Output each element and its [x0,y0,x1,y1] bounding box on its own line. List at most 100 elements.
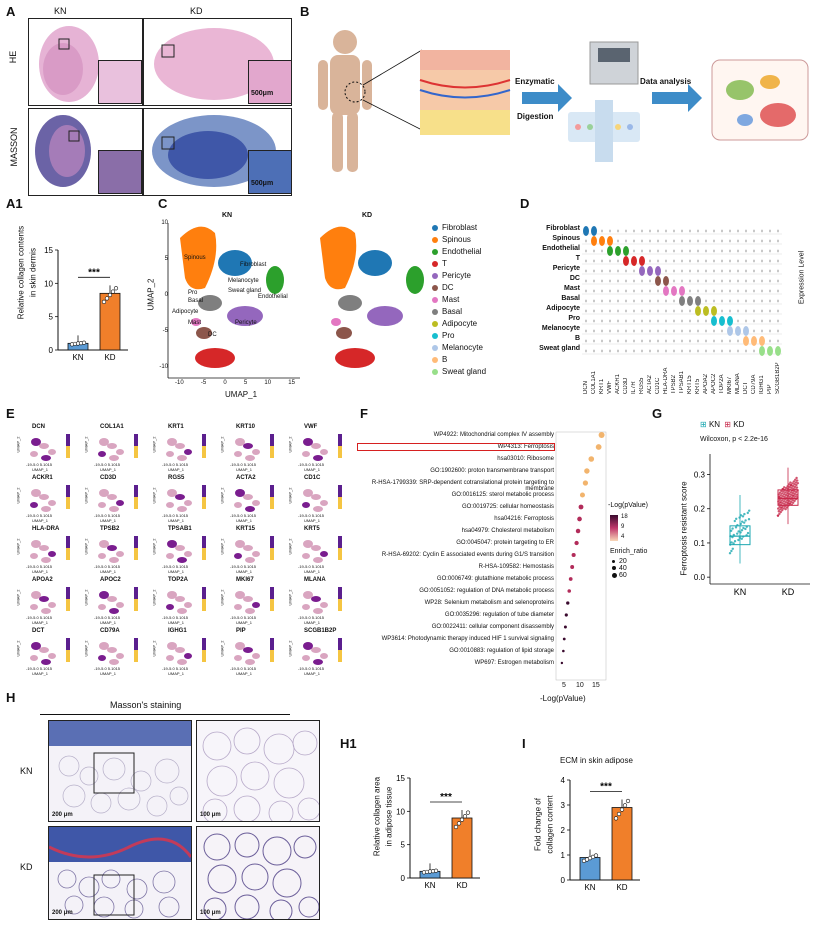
d-violin [705,289,707,293]
data-point [788,492,791,496]
d-violin [617,349,619,353]
feature-plot-canvas [302,638,342,665]
feature-plot-cluster [166,604,174,610]
d-violin [681,259,683,263]
d-violin [633,239,635,243]
feature-plot-cluster [48,500,56,506]
d-violin [751,336,757,346]
feature-plot-xticks: -19-5.0 5.1015 [26,564,53,569]
feature-plot-ylabel: UMAP_2 [151,538,157,555]
d-violin [665,239,667,243]
d-violin [697,279,699,283]
feature-plot-cluster [41,608,51,614]
d-violin [585,239,587,243]
data-point [740,537,743,540]
feature-plot-ylabel: UMAP_2 [83,538,89,555]
d-violin [673,269,675,273]
feature-plot-cluster [313,455,323,461]
d-violin [697,229,699,233]
d-violin [769,249,771,253]
d-violin [777,289,779,293]
d-violin [745,299,747,303]
feature-plot-cluster [303,591,313,599]
d-violin [617,299,619,303]
feature-plot-colorbar-top [338,587,342,599]
d-violin [721,259,723,263]
feature-plot-cluster [98,502,106,508]
data-point [785,486,788,490]
data-point [731,527,734,530]
d-violin [681,329,683,333]
data-point [793,492,796,496]
feature-plot-canvas [98,485,138,512]
d-violin [681,349,683,353]
data-point [792,480,795,483]
d-violin [593,269,595,273]
data-point [730,549,733,553]
feature-plot-cluster [167,642,177,650]
feature-plot-xticks: -19-5.0 5.1015 [162,615,189,620]
umap-kn [180,226,284,368]
data-point [733,540,737,543]
f-dot [562,637,566,641]
feature-plot-xticks: -19-5.0 5.1015 [162,462,189,467]
f-size-value: 20 [619,558,627,565]
data-point [791,484,795,488]
feature-plot-cluster [116,449,124,455]
c-legend-label: B [442,355,448,364]
d-gene-label: KRT15 [687,375,693,394]
he-scale-label: 500μm [251,90,274,97]
d-violin [665,259,667,263]
feature-plot-canvas [30,536,70,563]
feature-plot-cluster [235,540,245,548]
feature-plot-ylabel: UMAP_2 [15,640,21,657]
data-point [625,798,631,804]
d-violin [697,329,699,333]
d-violin [687,296,693,306]
d-violin [761,289,763,293]
d-violin [737,259,739,263]
d-violin [705,269,707,273]
data-point [731,547,734,551]
d-violin [593,289,595,293]
data-point [730,529,733,532]
panel-label-g: G [652,406,663,421]
d-violin [655,276,661,286]
d-violin [585,249,587,253]
data-point [737,538,740,542]
legend-dot-icon [432,260,438,267]
he-kn-zoom [98,60,142,104]
x-tick-label: KN [734,587,747,597]
feature-plot-xticks: -19-5.0 5.1015 [298,615,325,620]
cluster-label-fibroblast: Fibroblast [240,262,267,268]
d-violin [599,236,605,246]
data-point [613,816,619,821]
g-legend-kd: KD [733,420,745,429]
feature-plot-cluster [320,500,328,506]
data-point [104,296,110,301]
d-violin [657,289,659,293]
d-violin [609,349,611,353]
d-violin [585,289,587,293]
feature-plot-cluster [31,540,41,548]
d-violin [641,249,643,253]
feature-plot-canvas [98,536,138,563]
feature-plot-title: RGS5 [168,475,185,481]
d-violin [617,239,619,243]
d-gene-label: IGHG1 [759,375,765,394]
feature-plot-canvas [98,434,138,461]
d-violin [649,249,651,253]
f-term-label: WP697: Estrogen metabolism [474,660,554,666]
feature-plot-title: APOC2 [100,577,121,583]
d-violin [705,239,707,243]
d-violin [673,279,675,283]
feature-plot-cluster [245,506,255,512]
f-size-value: 40 [619,565,627,572]
c-legend-item: Spinous [432,234,512,246]
c-legend-label: Mast [442,295,460,304]
data-point [778,498,781,501]
d-violin [761,249,763,253]
d-violin [729,249,731,253]
d-violin [745,239,747,243]
